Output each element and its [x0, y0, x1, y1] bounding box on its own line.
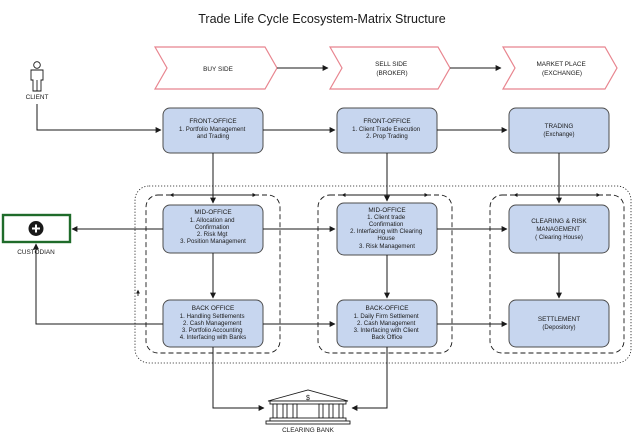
- plus-icon: [28, 221, 44, 236]
- sell-mid-office-text: 1. Client trade Confirmation 2. Interfac…: [350, 214, 424, 250]
- svg-text:$: $: [306, 395, 310, 402]
- sell-side-frame: [317, 194, 453, 354]
- sell-back-office-text: 1. Daily Firm Settlement 2. Cash Managem…: [354, 313, 421, 341]
- buy-back-to-custodian-arrow: [33, 243, 163, 325]
- buy-side-chevron: BUY SIDE: [153, 46, 278, 90]
- diagram-title: Trade Life Cycle Ecosystem-Matrix Struct…: [198, 12, 446, 26]
- buy-mid-office-heading: MID-OFFICE: [194, 209, 231, 216]
- market-clearing-box: CLEARING & RISK MANAGEMENT ( Clearing Ho…: [508, 204, 610, 254]
- sell-side-label: SELL SIDE (BROKER): [375, 61, 409, 77]
- buy-mid-office-box: MID-OFFICE 1. Allocation and Confirmatio…: [162, 204, 264, 254]
- buy-mid-office-text: 1. Allocation and Confirmation 2. Risk M…: [180, 217, 246, 245]
- clearing-bank-actor: $ CLEARING BANK: [265, 389, 351, 434]
- market-settlement-text: (Depository): [542, 324, 575, 331]
- bank-icon: $: [265, 389, 351, 425]
- market-place-label: MARKET PLACE (EXCHANGE): [536, 61, 587, 77]
- sell-back-office-heading: BACK-OFFICE: [366, 305, 409, 312]
- sell-back-to-bank-arrow: [351, 347, 388, 411]
- market-trading-heading: TRADING: [545, 123, 574, 130]
- sell-mid-office-box: MID-OFFICE 1. Client trade Confirmation …: [336, 202, 438, 256]
- clearing-bank-label: CLEARING BANK: [282, 427, 335, 434]
- buy-back-office-text: 1. Handling Settlements 2. Cash Manageme…: [180, 313, 246, 341]
- buy-front-office-box: FRONT-OFFICE 1. Portfolio Management and…: [162, 107, 264, 154]
- market-clearing-text: MANAGEMENT ( Clearing House): [535, 226, 583, 241]
- buy-back-to-bank-arrow: [212, 347, 265, 411]
- buy-back-office-box: BACK OFFICE 1. Handling Settlements 2. C…: [162, 299, 264, 348]
- client-to-front-office-arrow: [36, 104, 162, 133]
- buy-front-office-text: 1. Portfolio Management and Trading: [179, 126, 247, 140]
- market-trading-text: (Exchange): [543, 131, 574, 138]
- market-settlement-heading: SETTLEMENT: [538, 316, 580, 323]
- sell-front-office-box: FRONT-OFFICE 1. Client Trade Execution 2…: [336, 107, 438, 154]
- sell-back-office-box: BACK-OFFICE 1. Daily Firm Settlement 2. …: [336, 299, 438, 348]
- client-label: CLIENT: [26, 94, 49, 101]
- sell-side-chevron: SELL SIDE (BROKER): [328, 46, 451, 90]
- sell-front-office-heading: FRONT-OFFICE: [363, 118, 410, 125]
- buy-back-office-heading: BACK OFFICE: [192, 305, 235, 312]
- client-actor: CLIENT: [26, 61, 49, 101]
- buy-front-office-heading: FRONT-OFFICE: [189, 118, 236, 125]
- market-settlement-box: SETTLEMENT (Depository): [508, 299, 610, 348]
- post-trade-region: [134, 185, 632, 364]
- market-trading-box: TRADING (Exchange): [508, 107, 610, 154]
- sell-mid-office-heading: MID-OFFICE: [368, 207, 405, 214]
- market-place-chevron: MARKET PLACE (EXCHANGE): [501, 46, 618, 90]
- market-place-frame: [489, 194, 625, 354]
- person-icon: [30, 61, 44, 92]
- market-clearing-heading: CLEARING & RISK: [531, 218, 587, 225]
- buy-side-label: BUY SIDE: [203, 66, 233, 73]
- sell-front-office-text: 1. Client Trade Execution 2. Prop Tradin…: [352, 126, 422, 140]
